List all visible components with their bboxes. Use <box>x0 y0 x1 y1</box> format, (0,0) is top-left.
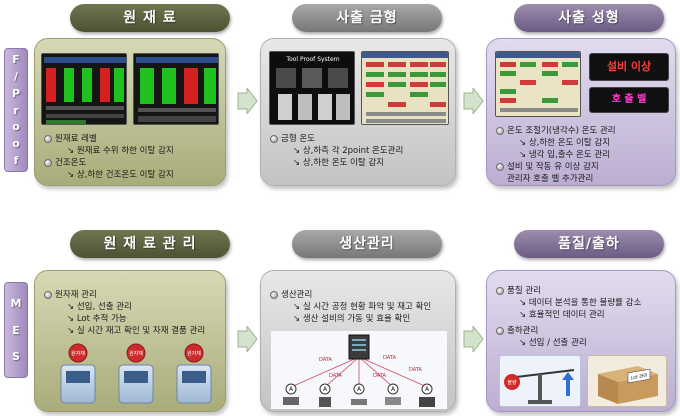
text-line: ↘ 실 시간 공정 현황 파악 및 재고 확인 <box>293 302 432 312</box>
text-line: ↘ 원재료 수위 하한 이탈 감지 <box>67 146 174 156</box>
node-label: A <box>425 386 430 393</box>
side-tab-char: / <box>13 69 19 83</box>
panel-text-block: 품질 관리 ↘ 데이터 분석을 통한 불량률 감소 ↘ 효율적인 데이터 관리 <box>507 285 641 321</box>
bullet-icon <box>270 135 278 143</box>
bullet-icon <box>44 159 52 167</box>
shipping-box-illustration: Lot 관리 <box>587 355 667 407</box>
bullet-icon <box>496 163 504 171</box>
flow-arrow-icon <box>463 88 484 114</box>
panel-text-block: 출하관리 ↘ 선입 / 선출 관리 <box>507 325 587 349</box>
text-line: 출하관리 <box>507 326 539 336</box>
text-line: ↘ 효율적인 데이터 관리 <box>519 310 605 320</box>
text-line: ↘ Lot 추적 가능 <box>67 314 127 324</box>
text-line: 생산관리 <box>281 290 313 300</box>
tool-proof-screen: Tool Proof System <box>269 51 355 125</box>
mold-temp-table-screen <box>361 51 449 125</box>
header-raw-material-mgmt-pill: 원 재 료 관 리 <box>70 230 230 258</box>
level-monitor-screen-2 <box>133 53 219 125</box>
header-quality-pill: 품질/출하 <box>514 230 664 258</box>
bullet-icon <box>44 291 52 299</box>
panel-mold: Tool Proof System <box>260 38 456 186</box>
panel-raw-material: 원재료 레벨 ↘ 원재료 수위 하한 이탈 감지 건조온도 ↘ 상,하한 건조온… <box>34 38 226 186</box>
panel-text-block: 생산관리 ↘ 실 시간 공정 현황 파악 및 재고 확인 ↘ 생산 설비의 가동… <box>281 289 431 325</box>
level-monitor-screen-1 <box>41 53 127 125</box>
header-molding-pill: 사출 성형 <box>514 4 664 32</box>
side-tab-char: r <box>13 103 19 117</box>
panel-production: 생산관리 ↘ 실 시간 공정 현황 파악 및 재고 확인 ↘ 생산 설비의 가동… <box>260 270 456 412</box>
side-tab-char: f <box>13 154 19 168</box>
text-line: ↘ 상,하한 건조온도 이탈 감지 <box>67 170 174 180</box>
text-line: 품질 관리 <box>507 286 541 296</box>
panel-quality: 품질 관리 ↘ 데이터 분석을 통한 불량률 감소 ↘ 효율적인 데이터 관리 … <box>486 270 676 412</box>
terminal-label: 원자재 <box>71 350 85 357</box>
data-label: DATA <box>383 355 396 361</box>
bullet-icon <box>270 291 278 299</box>
side-tab-mes: M E S <box>4 282 28 378</box>
terminal-illustration: 원자재 원자재 원자재 <box>57 343 217 407</box>
text-line: ↘ 실 시간 재고 확인 및 자재 결품 관리 <box>67 326 206 336</box>
quality-scale-illustration: 불량 <box>499 355 581 407</box>
text-line: ↘ 냉각 입,출수 온도 관리 <box>519 150 611 160</box>
text-line: ↘ 선입 / 선출 관리 <box>519 338 587 348</box>
text-line: 금형 온도 <box>281 134 315 144</box>
network-illustration: DATA DATA DATA DATA DATA A A A A A <box>271 331 447 409</box>
side-tab-char: o <box>12 137 20 151</box>
equipment-alarm-sign: 설비 이상 <box>589 53 669 81</box>
panel-text-block: 원재료 레벨 ↘ 원재료 수위 하한 이탈 감지 건조온도 ↘ 상,하한 건조온… <box>55 133 174 181</box>
header-raw-material-pill: 원 재 료 <box>70 4 230 32</box>
flow-arrow-icon <box>237 88 258 114</box>
bullet-icon <box>496 127 504 135</box>
data-label: DATA <box>319 357 332 363</box>
panel-text-block: 금형 온도 ↘ 상,하측 각 2point 온도관리 ↘ 상,하한 온도 이탈 … <box>281 133 403 169</box>
side-tab-char: E <box>12 323 20 337</box>
text-line: 관리자 호출 벨 추가관리 <box>507 174 594 184</box>
node-label: A <box>323 386 328 393</box>
call-bell-sign: 호 출 벨 <box>589 87 669 113</box>
text-line: 원재료 레벨 <box>55 134 97 144</box>
text-line: ↘ 선입, 선출 관리 <box>67 302 132 312</box>
node-label: A <box>289 386 294 393</box>
bullet-icon <box>496 327 504 335</box>
header-mold-pill: 사출 금형 <box>292 4 442 32</box>
node-label: A <box>391 386 396 393</box>
node-label: A <box>357 386 362 393</box>
panel-raw-material-mgmt: 원자재 관리 ↘ 선입, 선출 관리 ↘ Lot 추적 가능 ↘ 실 시간 재고… <box>34 270 226 412</box>
alarm-sign-text: 설비 이상 <box>606 60 652 73</box>
flow-arrow-icon <box>463 326 484 352</box>
side-tab-char: F <box>12 52 20 66</box>
bullet-icon <box>44 135 52 143</box>
side-tab-fproof: F / P r o o f <box>4 48 28 172</box>
panel-text-block: 원자재 관리 ↘ 선입, 선출 관리 ↘ Lot 추적 가능 ↘ 실 시간 재고… <box>55 289 205 337</box>
call-bell-text: 호 출 벨 <box>611 94 647 105</box>
molding-temp-table-screen <box>495 51 581 117</box>
text-line: 설비 및 작동 유 이상 감지 <box>507 162 599 172</box>
screen-title: Tool Proof System <box>285 56 339 63</box>
text-line: ↘ 상,하측 각 2point 온도관리 <box>293 146 404 156</box>
terminal-label: 원자재 <box>187 350 201 357</box>
bullet-icon <box>496 287 504 295</box>
side-tab-char: P <box>11 86 21 100</box>
side-tab-char: S <box>12 350 20 364</box>
text-line: ↘ 상,하한 온도 이탈 감지 <box>293 158 385 168</box>
text-line: 건조온도 <box>55 158 87 168</box>
side-tab-char: M <box>10 296 22 310</box>
scale-label: 불량 <box>507 379 517 386</box>
text-line: ↘ 데이터 분석을 통한 불량률 감소 <box>519 298 642 308</box>
text-line: 원자재 관리 <box>55 290 97 300</box>
panel-molding: 설비 이상 호 출 벨 온도 조절기(냉각수) 온도 관리 ↘ 상,하한 온도 … <box>486 38 676 186</box>
box-label: Lot 관리 <box>631 372 648 382</box>
text-line: ↘ 상,하한 온도 이탈 감지 <box>519 138 611 148</box>
data-label: DATA <box>409 367 422 373</box>
side-tab-char: o <box>12 120 20 134</box>
header-production-pill: 생산관리 <box>292 230 442 258</box>
data-label: DATA <box>329 373 342 379</box>
text-line: 온도 조절기(냉각수) 온도 관리 <box>507 126 616 136</box>
panel-text-block: 온도 조절기(냉각수) 온도 관리 ↘ 상,하한 온도 이탈 감지 ↘ 냉각 입… <box>507 125 616 185</box>
data-label: DATA <box>373 373 386 379</box>
terminal-label: 원자재 <box>129 350 143 357</box>
flow-arrow-icon <box>237 326 258 352</box>
text-line: ↘ 생산 설비의 가동 및 효율 확인 <box>293 314 411 324</box>
